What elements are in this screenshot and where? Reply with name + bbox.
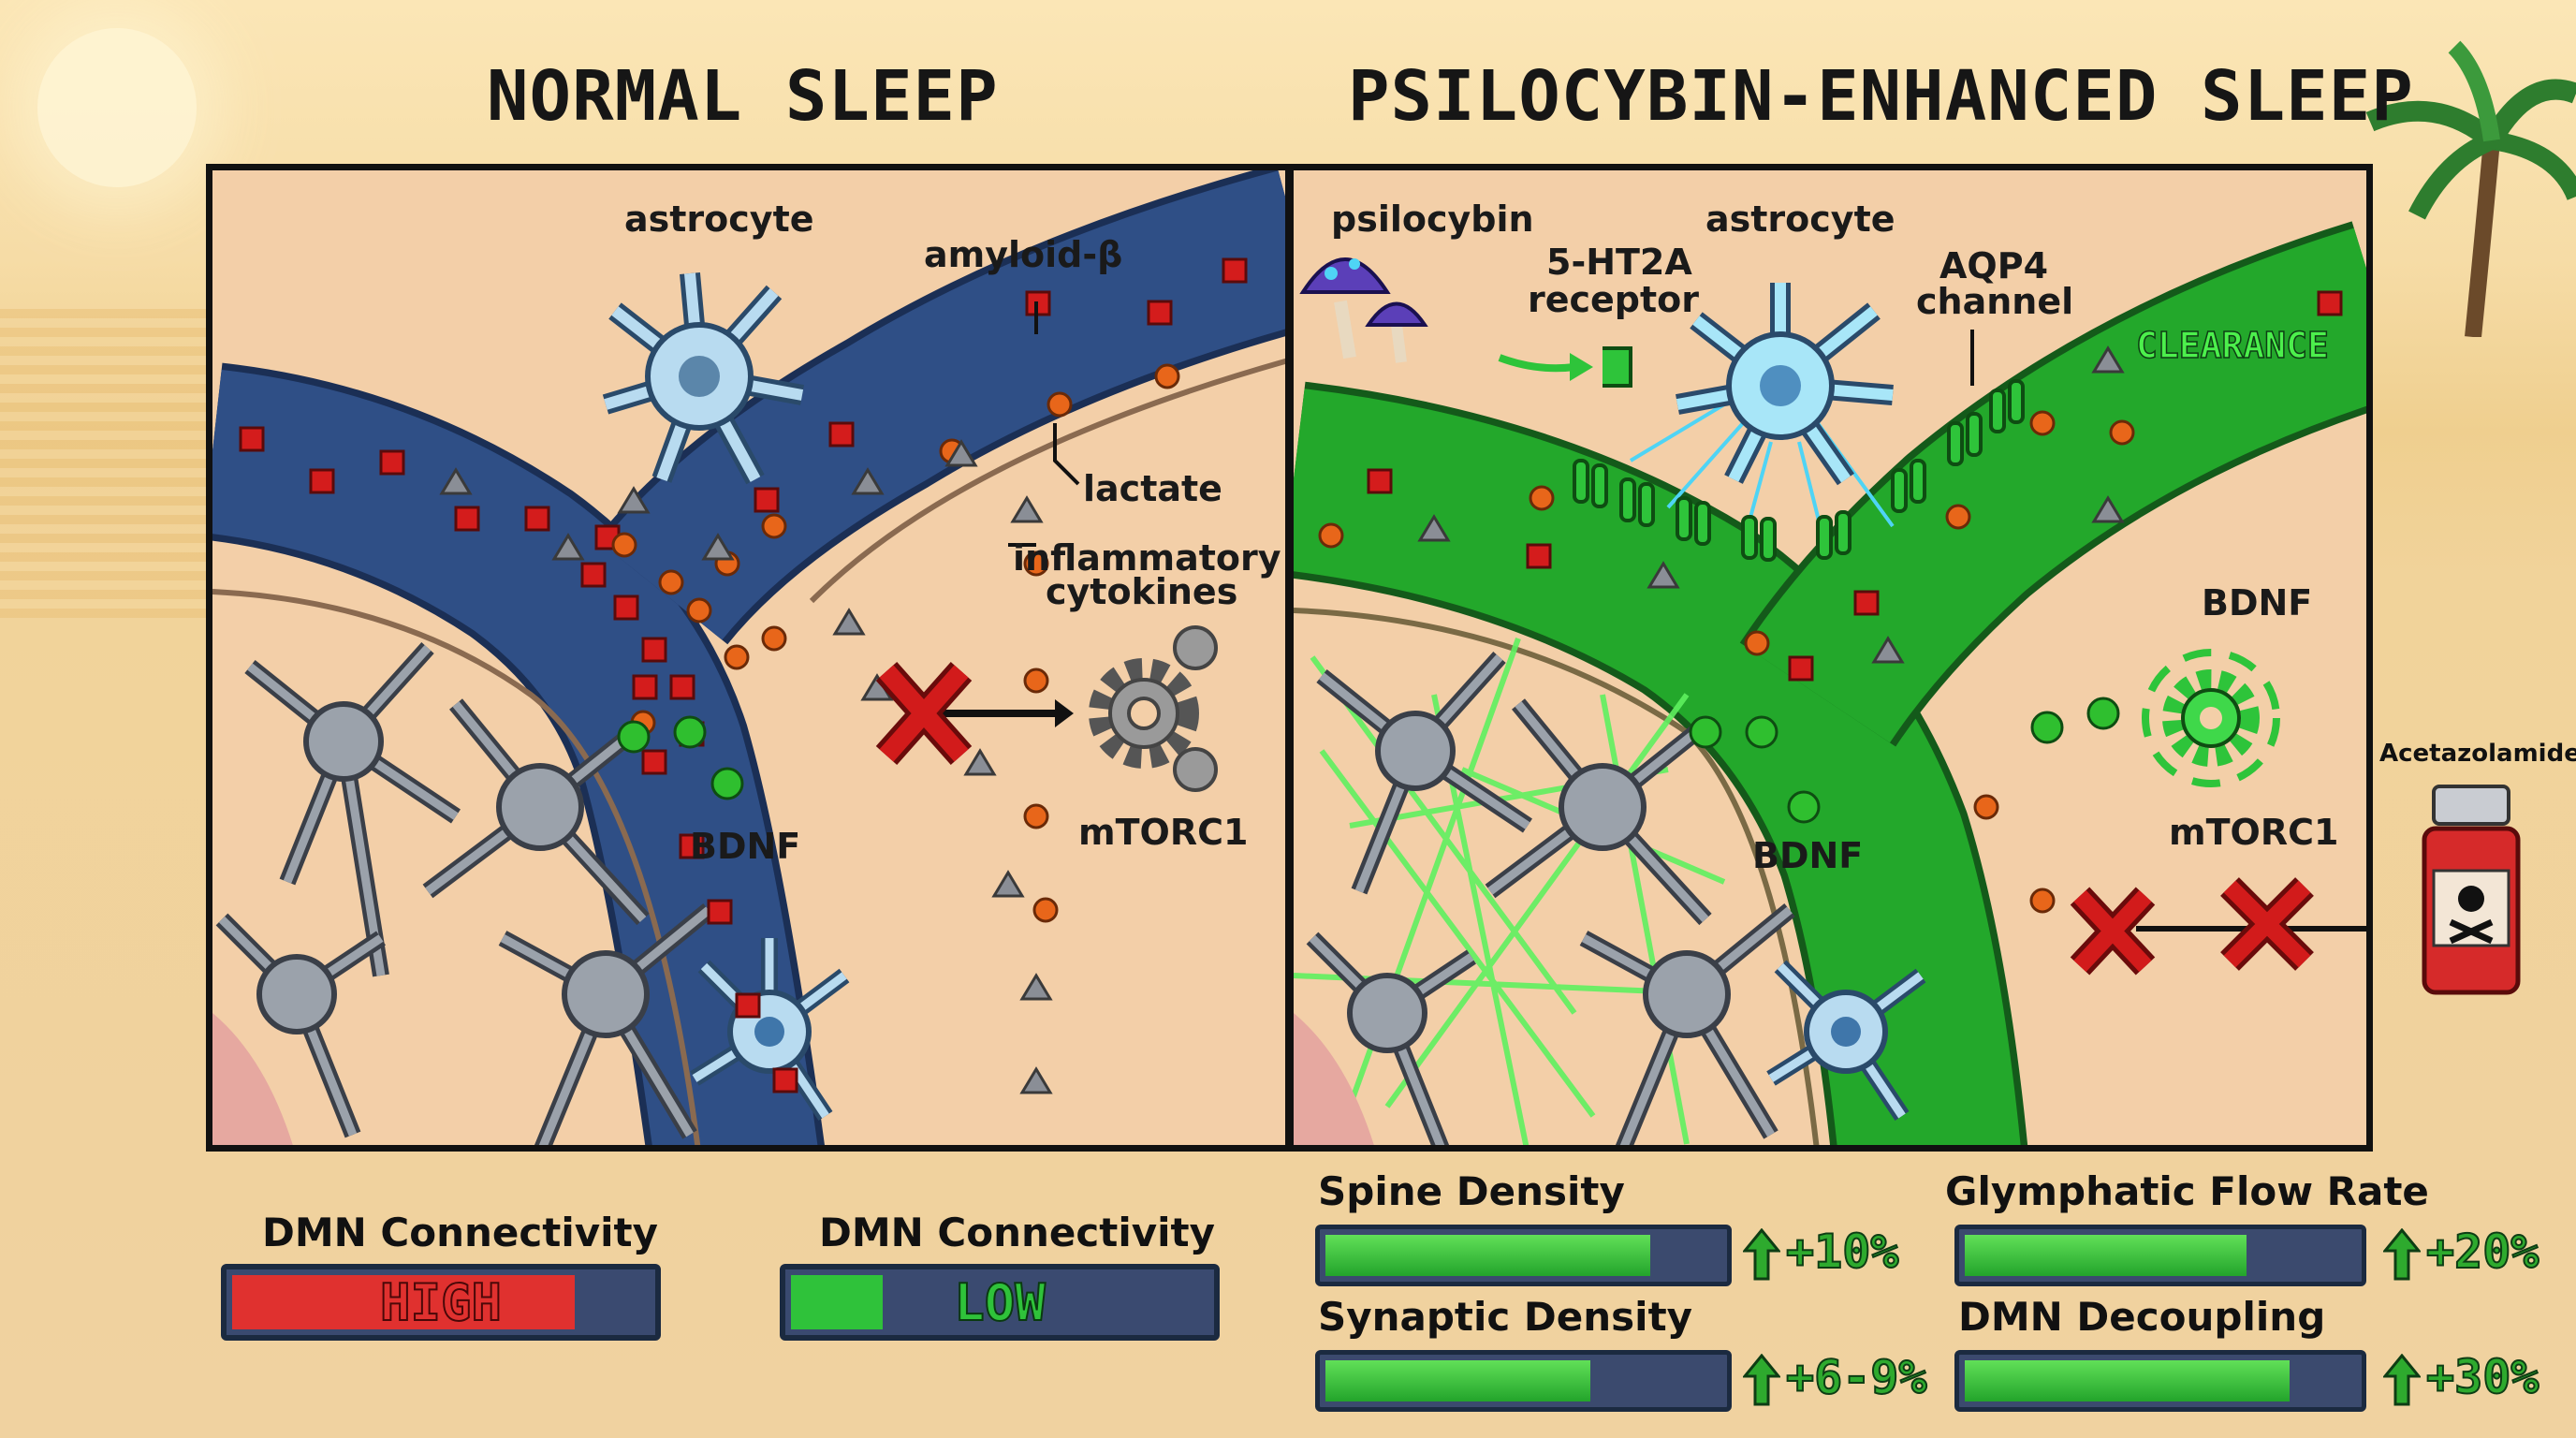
label-acetazolamide: Acetazolamide (2379, 740, 2576, 768)
meter-label-low: DMN Connectivity (819, 1210, 1215, 1255)
metric-value: +10% (1785, 1224, 1899, 1280)
metric-label: Synaptic Density (1318, 1294, 1693, 1340)
blocked-pathway (875, 662, 1074, 765)
palm-tree-decoration (2365, 40, 2576, 337)
label-bdnf-enhanced: BDNF (1752, 835, 1864, 876)
psilocybin-sleep-diagram (1294, 221, 2366, 1145)
metric-bar-fill (1965, 1235, 2247, 1276)
label-receptor-2: receptor (1528, 279, 1700, 320)
bdnf-particles (617, 715, 744, 800)
label-bdnf-top: BDNF (2202, 582, 2313, 624)
meter-fill-low (791, 1275, 884, 1329)
cytokine-particles (439, 439, 1053, 1094)
cytokine-particles-enhanced (1417, 345, 2125, 664)
label-bdnf: BDNF (690, 826, 801, 867)
sun-decoration (37, 28, 197, 187)
receptor-arrow (1498, 346, 1632, 388)
dmn-connectivity-meter-low: LOW (780, 1264, 1220, 1341)
astrocyte-cell (602, 272, 804, 485)
lactate-particles-enhanced (1318, 410, 2135, 914)
aqp4-channels (1573, 379, 2025, 562)
label-mtorc1: mTORC1 (1078, 812, 1249, 853)
metric-value: +30% (2425, 1349, 2539, 1405)
meter-value-high: HIGH (379, 1272, 503, 1333)
metric-bar (1954, 1350, 2366, 1412)
metric-bar-fill (1325, 1360, 1591, 1401)
label-mtorc1-enhanced: mTORC1 (2169, 812, 2339, 853)
metric-label: Spine Density (1318, 1168, 1625, 1214)
amyloid-particles (239, 257, 1248, 1093)
arrow-up-icon (1743, 1228, 1780, 1281)
label-astrocyte: astrocyte (624, 198, 814, 240)
meter-fill-high (232, 1275, 575, 1329)
metric-bar (1954, 1225, 2366, 1286)
dmn-connectivity-meter-high: HIGH (221, 1264, 661, 1341)
arrow-up-icon (2383, 1354, 2421, 1406)
label-astrocyte-enhanced: astrocyte (1705, 198, 1895, 240)
metric-value: +20% (2425, 1224, 2539, 1280)
mtorc1-gear-icon (1089, 625, 1218, 792)
metric-bar (1315, 1225, 1732, 1286)
mtorc1-gear-active-icon (2142, 649, 2280, 787)
label-lactate: lactate (1083, 468, 1222, 509)
normal-sleep-diagram (212, 170, 1285, 1145)
lactate-particles (611, 363, 1180, 923)
label-clearance: CLEARANCE (2135, 324, 2329, 367)
astrocyte-small-enhanced (1766, 960, 1926, 1121)
neuron-cluster (215, 641, 714, 1145)
label-receptor-1: 5-HT2A (1546, 242, 1692, 283)
metric-bar-fill (1325, 1235, 1650, 1276)
label-cytokines-2: cytokines (1046, 571, 1238, 612)
arrow-up-icon (2383, 1228, 2421, 1281)
meter-value-low: LOW (953, 1272, 1046, 1333)
astrocyte-cell-activated (1629, 283, 1895, 555)
metric-bar-fill (1965, 1360, 2290, 1401)
label-psilocybin: psilocybin (1331, 198, 1534, 240)
panel-normal-sleep: astrocyte amyloid-β lactate inflammatory… (206, 164, 1292, 1152)
metric-value: +6-9% (1785, 1349, 1928, 1405)
metric-bar (1315, 1350, 1732, 1412)
meter-label-high: DMN Connectivity (262, 1210, 658, 1255)
title-normal-sleep: NORMAL SLEEP (487, 56, 999, 137)
metric-label: Glymphatic Flow Rate (1945, 1168, 2429, 1214)
panel-psilocybin-sleep: psilocybin 5-HT2A receptor astrocyte AQP… (1287, 164, 2373, 1152)
label-cytokines-1: inflammatory (1013, 537, 1281, 579)
label-amyloid: amyloid-β (924, 234, 1123, 275)
arrow-up-icon (1743, 1354, 1780, 1406)
metric-label: DMN Decoupling (1958, 1294, 2326, 1340)
bdnf-particles-enhanced (1689, 697, 2120, 824)
label-aqp4-2: channel (1916, 281, 2074, 322)
inhibition-pathway (2070, 877, 2366, 976)
amyloid-particles-enhanced (1367, 290, 2343, 682)
title-psilocybin-sleep: PSILOCYBIN-ENHANCED SLEEP (1348, 56, 2414, 137)
sea-decoration (0, 309, 215, 618)
psilocybin-mushroom-icon (1299, 257, 1428, 363)
neuron-cluster-enhanced (1306, 651, 1795, 1145)
label-aqp4-1: AQP4 (1939, 245, 2049, 286)
acetazolamide-bottle-icon (2422, 785, 2521, 995)
